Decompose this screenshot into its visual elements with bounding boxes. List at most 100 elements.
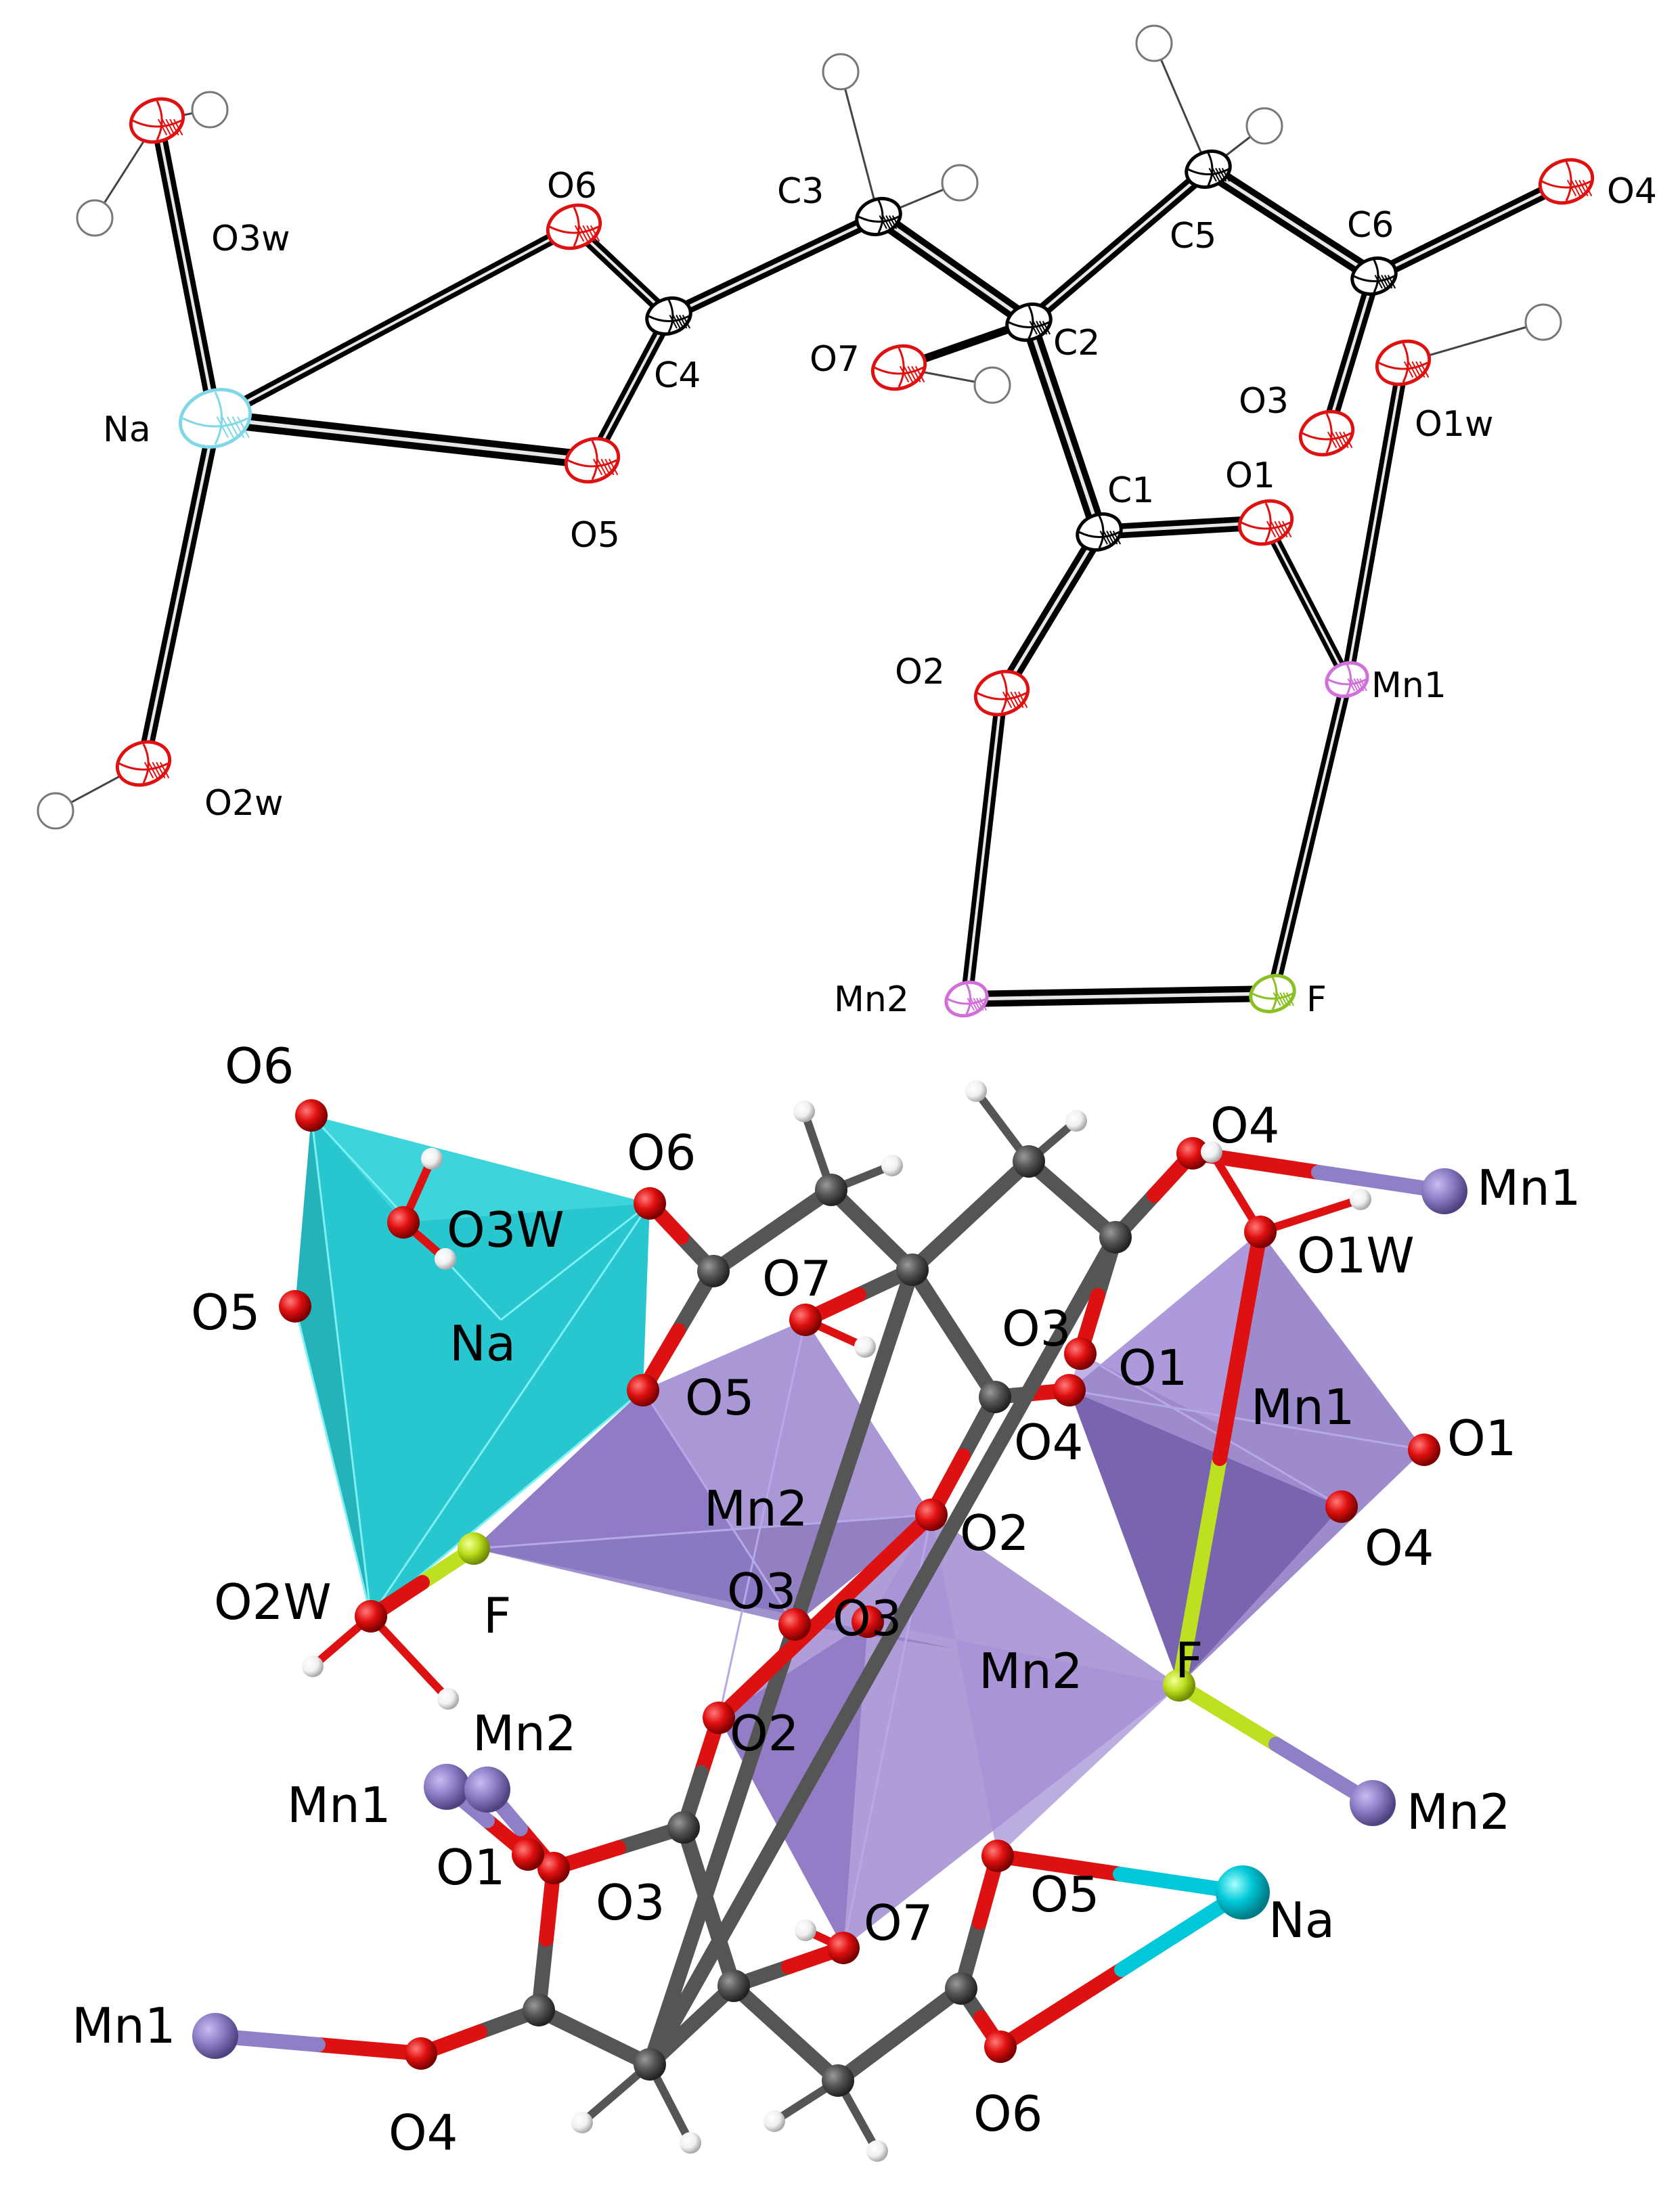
- ellipsoid-h51: [1135, 24, 1173, 62]
- atom-sphere-o2w: [355, 1600, 387, 1633]
- ellipsoid-octant-hatch: [1347, 678, 1356, 692]
- atom-label-ortep-na: Na: [103, 409, 151, 450]
- mn2-polyhedron-face: [719, 1622, 868, 1948]
- ellipsoid-octant-hatch: [1339, 431, 1349, 449]
- ellipsoid-octant-hatch: [604, 458, 615, 476]
- atom-label-pack-o6b: O6: [627, 1124, 696, 1181]
- atom-label-ortep-c2: C2: [1053, 323, 1100, 363]
- ellipsoid-mn2: [944, 980, 989, 1018]
- ellipsoid-octant-hatch: [1285, 992, 1295, 1006]
- ellipsoid-na: [178, 388, 252, 449]
- ellipsoid-octant-hatch: [1359, 678, 1368, 692]
- bond-ch2a-c2: [642, 1660, 789, 2072]
- atom-sphere-c6: [1099, 1221, 1132, 1253]
- ellipsoid-principal-curve: [1008, 321, 1050, 328]
- atom-sphere-c2: [896, 1253, 929, 1286]
- polyhedron-edge-o7-o2b: [717, 1319, 807, 1718]
- bond-highlight-c6-o3: [1325, 274, 1376, 435]
- ellipsoid-outline: [1185, 150, 1232, 189]
- atom-label-pack-mn2d: Mn2: [472, 1705, 577, 1762]
- atom-sphere-c4b: [945, 1972, 977, 2005]
- ellipsoid-octant-hatch: [889, 215, 898, 229]
- bond-c5-c2: [905, 1154, 1036, 1277]
- ellipsoid-principal-curve: [1565, 161, 1572, 202]
- atom-sphere-ho2a: [302, 1656, 324, 1677]
- atom-sphere-mn1t: [1421, 1168, 1467, 1214]
- atom-sphere-mn2l: [464, 1767, 510, 1813]
- atom-sphere-o7b: [827, 1932, 860, 1964]
- bond-highlight-o1-mn1: [1264, 521, 1348, 681]
- polyhedron-edge-f1-o2: [473, 1513, 932, 1550]
- ellipsoid-octant-hatch: [1266, 520, 1277, 538]
- ellipsoid-octant-hatch: [1032, 321, 1041, 335]
- ellipsoid-octant-hatch: [903, 365, 914, 383]
- atom-sphere-mn2r: [1350, 1780, 1396, 1826]
- ellipsoid-principal-curve: [573, 206, 580, 247]
- ellipsoid-octant-hatch: [1221, 168, 1231, 182]
- bond-h-o2w-ho2b: [367, 1612, 452, 1703]
- ellipsoid-octant-hatch: [899, 365, 910, 383]
- atom-label-pack-na: Na: [449, 1315, 516, 1372]
- atom-label-ortep-c3: C3: [777, 171, 824, 212]
- ellipsoid-principal-curve: [118, 762, 169, 771]
- ellipsoid-principal-curve: [214, 391, 223, 445]
- ellipsoid-principal-curve: [1541, 180, 1591, 189]
- ellipsoid-octant-hatch: [173, 118, 183, 136]
- atom-label-ortep-f: F: [1306, 979, 1327, 1020]
- ellipsoid-principal-curve: [156, 100, 163, 141]
- atom-sphere-hc5a: [965, 1080, 987, 1102]
- atom-label-pack-nab: Na: [1268, 1892, 1335, 1949]
- hydrogen-sphere: [941, 164, 979, 202]
- ellipsoid-principal-curve: [1078, 531, 1120, 538]
- atom-label-pack-o5a: O5: [191, 1284, 260, 1341]
- hydrogen-sphere: [191, 91, 229, 129]
- bond-c5-h51: [1153, 42, 1210, 171]
- polyhedron-edge-o5a-o2w: [294, 1306, 372, 1617]
- ellipsoid-octant-hatch: [1279, 992, 1288, 1006]
- ellipsoid-c5: [1185, 150, 1232, 189]
- atom-label-pack-o1b: O1: [1447, 1410, 1516, 1467]
- ellipsoid-octant-hatch: [1403, 361, 1414, 378]
- ellipsoid-o3w: [129, 97, 185, 144]
- bond-highlight-o1w-mn1: [1346, 361, 1405, 681]
- atom-sphere-mn1ll: [192, 2013, 238, 2059]
- mn1-polyhedron-face: [1069, 1232, 1260, 1428]
- ellipsoid-h31: [822, 53, 860, 91]
- ellipsoid-c4: [645, 296, 692, 336]
- ellipsoid-octant-hatch: [1377, 275, 1386, 289]
- bond-f2-mn2r: [1172, 1678, 1283, 1752]
- ellipsoid-octant-hatch: [161, 118, 172, 136]
- ellipsoid-octant-hatch: [891, 215, 901, 229]
- atom-label-pack-o2a: O2: [960, 1505, 1029, 1561]
- ellipsoid-octant-hatch: [1273, 992, 1281, 1006]
- ellipsoid-o1w: [1375, 339, 1432, 386]
- ellipsoid-outline: [1298, 409, 1355, 457]
- atom-label-pack-o5b: O5: [685, 1369, 754, 1426]
- ellipsoid-octant-hatch: [911, 365, 921, 383]
- ellipsoid-octant-hatch: [582, 225, 592, 242]
- ellipsoid-octant-hatch: [590, 225, 600, 242]
- bond-highlight-na-o2w: [141, 416, 217, 765]
- ellipsoid-octant-hatch: [1327, 431, 1338, 449]
- hydrogen-sphere: [1524, 303, 1562, 341]
- ellipsoid-principal-curve: [898, 347, 905, 388]
- atom-label-pack-o4b: O4: [1365, 1519, 1434, 1576]
- atom-label-ortep-c6: C6: [1347, 205, 1394, 246]
- ellipsoid-principal-curve: [1252, 992, 1294, 1000]
- atom-label-ortep-c4: C4: [654, 355, 701, 396]
- ellipsoid-octant-hatch: [1283, 992, 1291, 1006]
- atom-label-ortep-o4: O4: [1607, 171, 1657, 212]
- atom-label-pack-o7a: O7: [762, 1250, 831, 1307]
- atom-label-pack-mn2c: Mn2: [1407, 1783, 1511, 1840]
- ellipsoid-octant-hatch: [973, 998, 981, 1011]
- atom-sphere-o6b: [634, 1187, 666, 1220]
- ellipsoid-principal-curve: [567, 459, 617, 468]
- ellipsoid-outline: [1076, 512, 1123, 552]
- atom-sphere-o5a: [279, 1290, 311, 1323]
- ellipsoid-o1: [1237, 499, 1294, 546]
- ellipsoid-octant-hatch: [879, 215, 887, 229]
- ellipsoid-octant-hatch: [1218, 168, 1227, 182]
- atom-sphere-hl1: [571, 2112, 593, 2133]
- ellipsoid-octant-hatch: [1029, 321, 1038, 335]
